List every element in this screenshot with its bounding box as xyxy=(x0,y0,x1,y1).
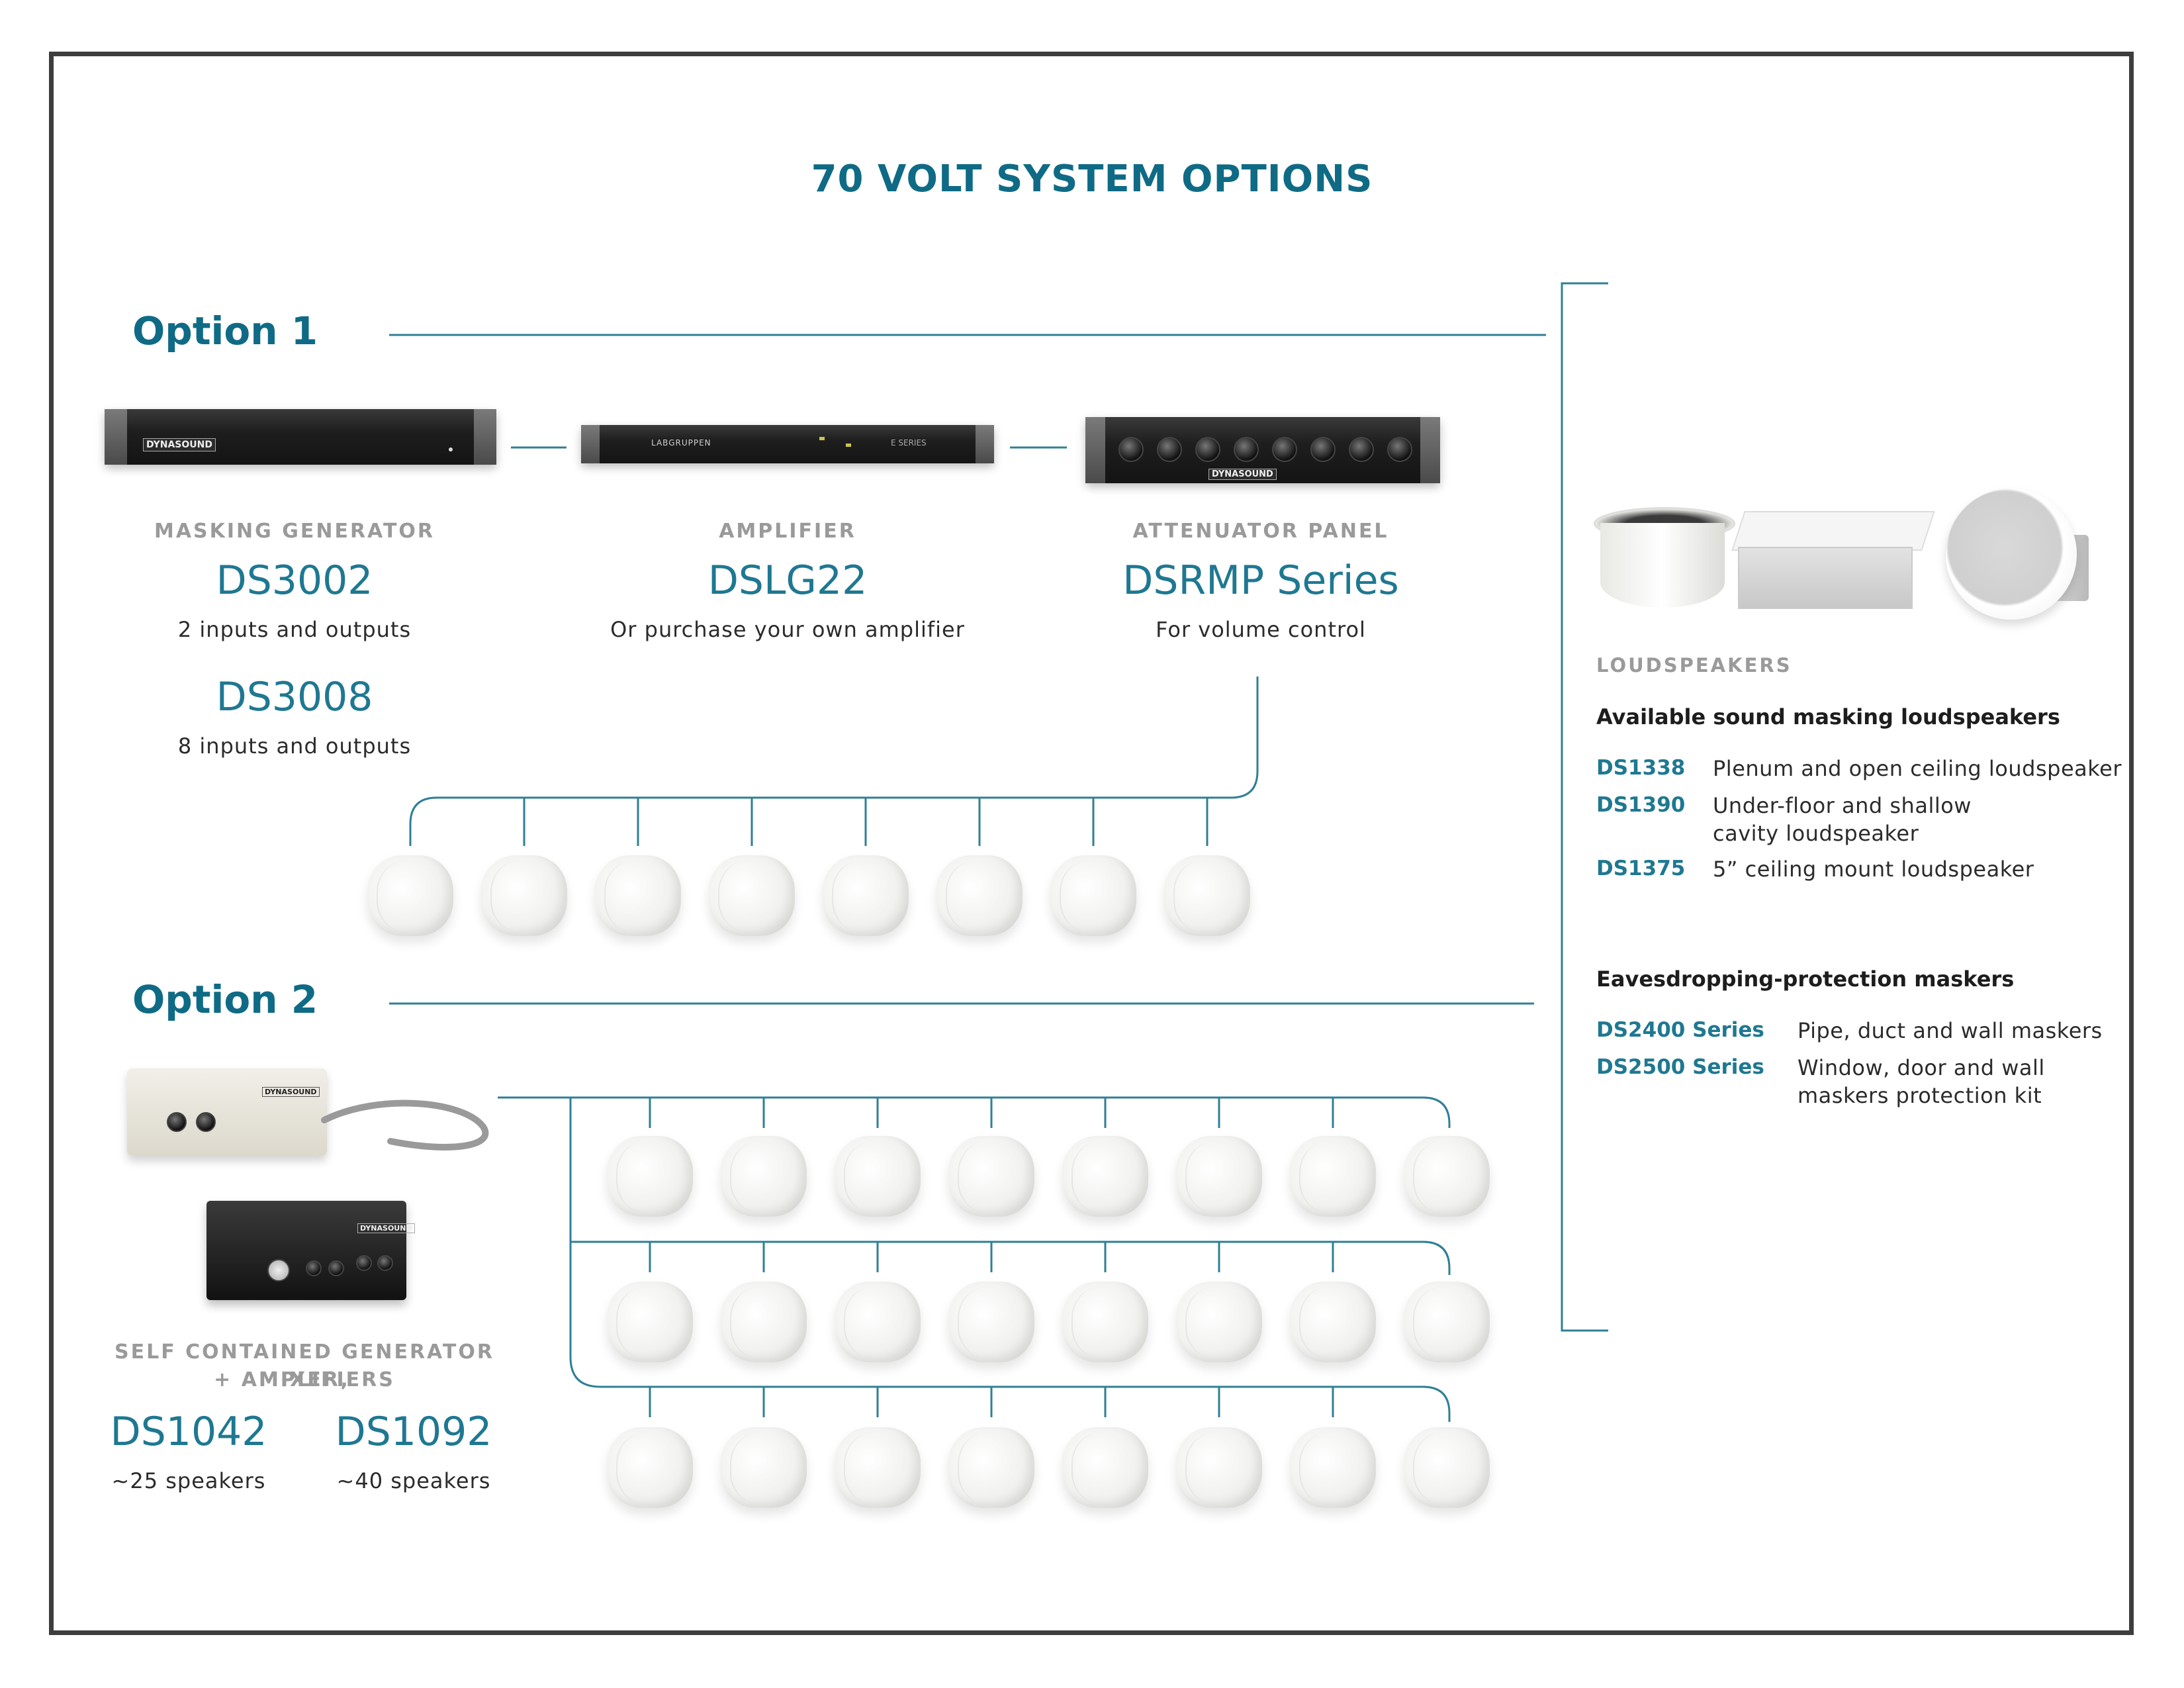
mixer-desc-a: ~25 speakers xyxy=(111,1468,266,1493)
loudspeaker-desc: Under-floor and shallow xyxy=(1713,793,1972,818)
amplifier-desc: Or purchase your own amplifier xyxy=(610,617,965,642)
speaker xyxy=(1404,1136,1490,1217)
speaker xyxy=(607,1282,693,1362)
amplifier-model: DSLG22 xyxy=(707,557,868,604)
speaker xyxy=(1176,1427,1262,1508)
masker-code: DS2400 Series xyxy=(1596,1018,1764,1042)
speaker xyxy=(1404,1282,1490,1362)
masker-desc: Window, door and wall xyxy=(1797,1055,2045,1080)
amplifier-image: LABGRUPPEN E SERIES xyxy=(581,425,994,463)
attenuator-panel-image: DYNASOUND xyxy=(1085,417,1440,483)
mixer-caption-line2: + AMPLIFIERS xyxy=(214,1368,395,1391)
speaker xyxy=(595,855,681,936)
option1-label: Option 1 xyxy=(132,308,318,353)
speaker xyxy=(1290,1136,1376,1217)
generator-mixer-logo: DYNASOUND xyxy=(262,1087,320,1097)
wire-option2-row2 xyxy=(570,1241,1451,1275)
loudspeaker-code: DS1375 xyxy=(1596,857,1686,880)
speaker xyxy=(607,1427,693,1508)
speaker xyxy=(367,855,453,936)
attenuator-caption: ATTENUATOR PANEL xyxy=(1132,520,1389,543)
amplifier-caption: AMPLIFIER xyxy=(719,520,856,543)
maskers-heading: Eavesdropping-protection maskers xyxy=(1596,966,2015,992)
loudspeaker-ds1338-image xyxy=(1594,507,1735,610)
status-led xyxy=(846,444,851,447)
speaker xyxy=(721,1136,807,1217)
option2-label: Option 2 xyxy=(132,977,318,1022)
generator-mixer-image: DYNASOUND xyxy=(127,1068,327,1156)
masking-generator-logo: DYNASOUND xyxy=(143,438,216,451)
speaker xyxy=(1164,855,1250,936)
wire-option2-row3 xyxy=(569,1356,1451,1422)
mixer-model-a: DS1042 xyxy=(110,1409,267,1455)
speaker xyxy=(948,1282,1034,1362)
speaker xyxy=(1050,855,1136,936)
loudspeaker-desc: cavity loudspeaker xyxy=(1713,821,1919,846)
attenuator-model: DSRMP Series xyxy=(1122,557,1399,604)
masking-generator-desc-a: 2 inputs and outputs xyxy=(177,617,412,642)
speaker xyxy=(709,855,795,936)
amplifier-mixer-image: DYNASOUND xyxy=(206,1201,415,1300)
loudspeaker-code: DS1390 xyxy=(1596,793,1686,817)
wire-option2-feed xyxy=(498,1096,1451,1128)
masking-generator-model-a: DS3002 xyxy=(216,557,373,604)
loudspeaker-ds1375-image xyxy=(1946,489,2089,620)
speaker xyxy=(1290,1282,1376,1362)
amplifier-series-label: E SERIES xyxy=(891,438,927,447)
loudspeakers-heading: Available sound masking loudspeakers xyxy=(1596,704,2060,729)
speaker xyxy=(1062,1282,1148,1362)
mixer-model-b: DS1092 xyxy=(335,1409,492,1455)
speaker xyxy=(948,1427,1034,1508)
speaker xyxy=(481,855,567,936)
speaker xyxy=(948,1136,1034,1217)
loudspeaker-ds1390-image xyxy=(1731,511,1935,610)
speaker xyxy=(936,855,1023,936)
speaker xyxy=(823,855,909,936)
power-cord xyxy=(321,1100,489,1150)
loudspeaker-desc: 5” ceiling mount loudspeaker xyxy=(1713,857,2034,882)
masker-desc: Pipe, duct and wall maskers xyxy=(1797,1018,2103,1043)
speaker xyxy=(1290,1427,1376,1508)
masker-desc: maskers protection kit xyxy=(1797,1083,2042,1108)
speaker xyxy=(1176,1282,1262,1362)
page-frame xyxy=(49,52,2134,1635)
speaker xyxy=(835,1427,921,1508)
speaker xyxy=(607,1136,693,1217)
speaker xyxy=(1062,1427,1148,1508)
masking-generator-model-b: DS3008 xyxy=(216,674,373,720)
attenuator-logo: DYNASOUND xyxy=(1208,469,1277,480)
speaker xyxy=(835,1136,921,1217)
speaker xyxy=(835,1282,921,1362)
loudspeakers-caption: LOUDSPEAKERS xyxy=(1596,654,1792,677)
speaker-drop-wires xyxy=(523,798,1334,1417)
attenuator-desc: For volume control xyxy=(1156,617,1366,642)
speaker xyxy=(1062,1136,1148,1217)
wire-attenuator-bus xyxy=(409,677,1259,846)
speaker xyxy=(1404,1427,1490,1508)
masking-generator-image: DYNASOUND xyxy=(105,409,496,465)
status-led xyxy=(819,437,825,440)
masking-generator-caption: MASKING GENERATOR xyxy=(154,520,435,543)
speaker xyxy=(721,1282,807,1362)
masker-code: DS2500 Series xyxy=(1596,1055,1764,1079)
mixer-desc-b: ~40 speakers xyxy=(336,1468,491,1493)
speaker xyxy=(1176,1136,1262,1217)
amplifier-mixer-logo: DYNASOUND xyxy=(357,1223,415,1233)
mixer-caption-line1: SELF CONTAINED GENERATOR MIXER, xyxy=(114,1340,495,1391)
loudspeaker-desc: Plenum and open ceiling loudspeaker xyxy=(1713,756,2122,781)
power-led xyxy=(449,447,453,451)
loudspeaker-code: DS1338 xyxy=(1596,756,1686,780)
page-title: 70 VOLT SYSTEM OPTIONS xyxy=(811,158,1373,201)
masking-generator-desc-b: 8 inputs and outputs xyxy=(177,733,412,759)
speaker xyxy=(721,1427,807,1508)
amplifier-logo: LABGRUPPEN xyxy=(651,438,711,447)
loudspeakers-bracket xyxy=(1561,282,1608,1332)
